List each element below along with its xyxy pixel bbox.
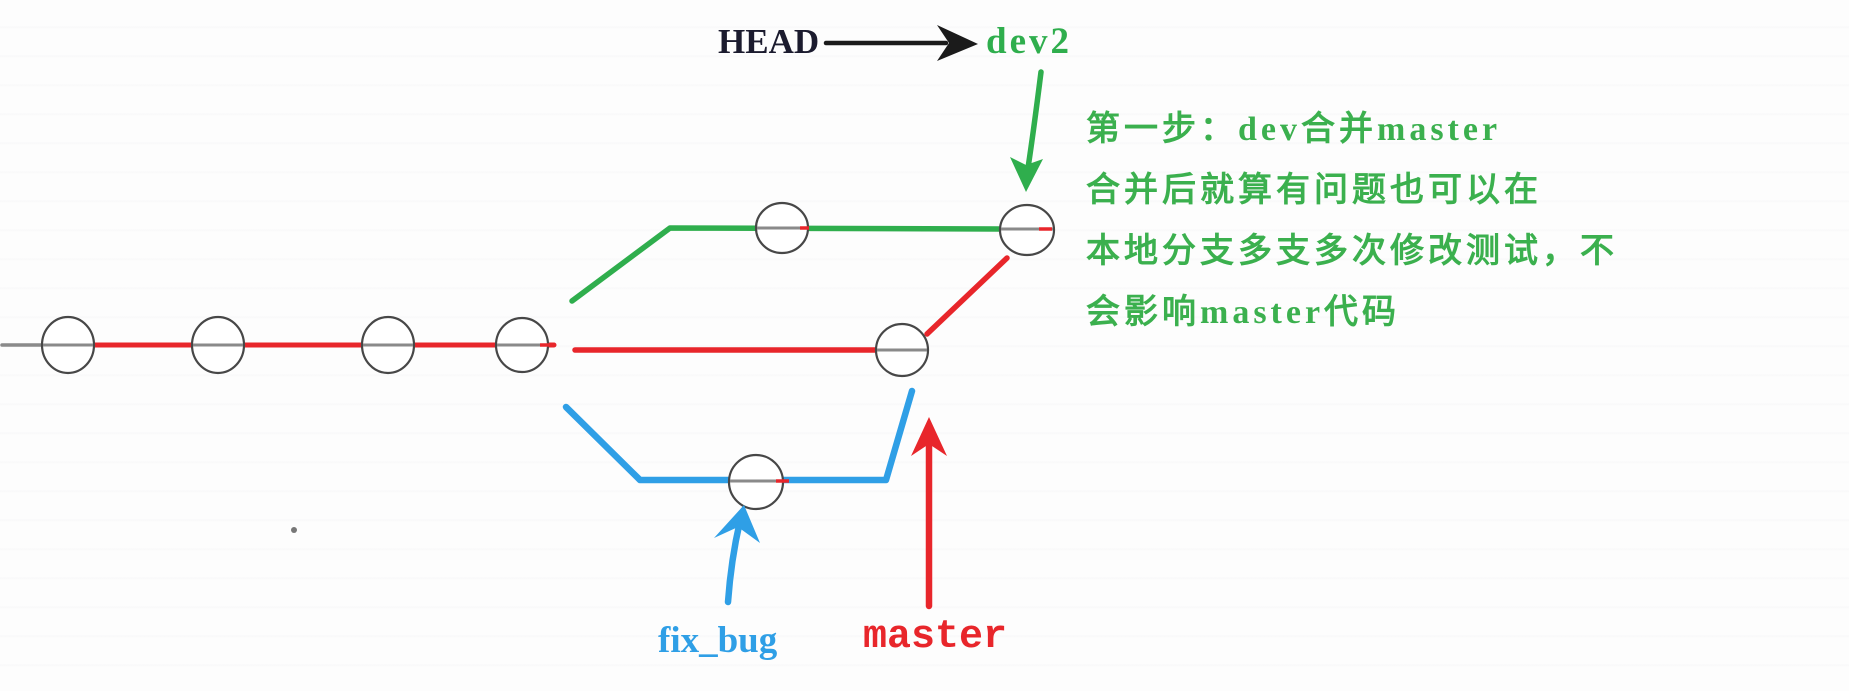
- pen-speck: [291, 527, 297, 533]
- fixbug-arrow-head-icon: [714, 505, 760, 543]
- master-merge-diagonal-line: [924, 255, 1010, 337]
- merge-note-line-1: 第一步：dev合并master: [1086, 111, 1502, 148]
- fixbug-arrow-shaft: [724, 517, 744, 606]
- merge-note-line-2: 合并后就算有问题也可以在: [1086, 172, 1542, 209]
- fixbug-pointer-arrow: [714, 505, 760, 606]
- master-label: master: [863, 615, 1008, 660]
- dev2-branch-line: [569, 225, 1003, 304]
- fixbug-label: fix_bug: [658, 620, 778, 661]
- commit-nodes: [40, 201, 1056, 511]
- master-pointer-arrow: [911, 417, 947, 610]
- master-arrow-head-icon: [911, 417, 947, 456]
- node-red-ticks: [540, 226, 1052, 483]
- merge-note-line-4: 会影响master代码: [1086, 294, 1401, 331]
- dev2-arrow-head-icon: [1010, 157, 1043, 192]
- head-label: HEAD: [718, 22, 820, 61]
- dev2-label: dev2: [986, 21, 1072, 62]
- master-branch-line: [572, 255, 1010, 353]
- head-arrow: [823, 25, 978, 61]
- merge-note-line-3: 本地分支多支多次修改测试，不: [1086, 233, 1618, 270]
- merge-note: 第一步：dev合并master 合并后就算有问题也可以在 本地分支多支多次修改测…: [1086, 99, 1618, 343]
- commit-node-strikethroughs: [43, 226, 1053, 483]
- dev2-arrow-shaft: [1025, 69, 1044, 171]
- head-arrow-head-icon: [937, 25, 978, 61]
- dev2-pointer-arrow: [1010, 69, 1044, 192]
